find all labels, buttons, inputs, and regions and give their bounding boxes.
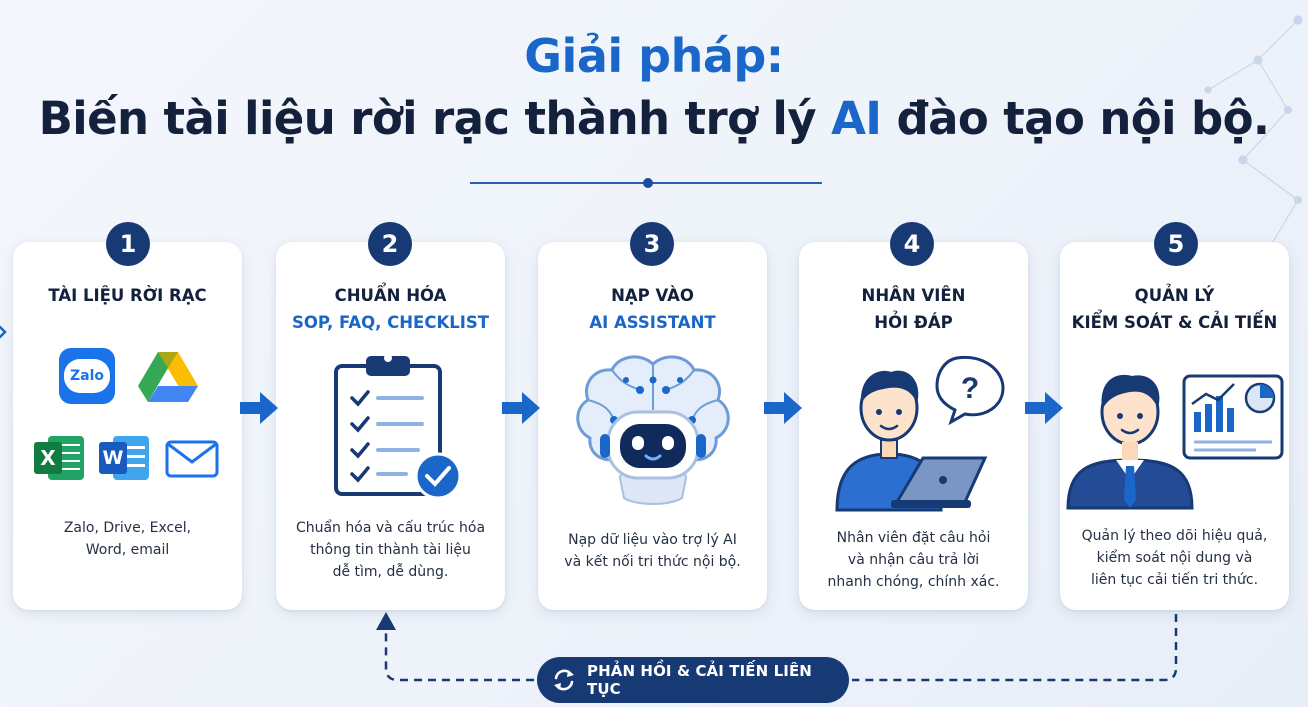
arrow-right-icon — [764, 392, 802, 424]
step-2-subtitle: SOP, FAQ, CHECKLIST — [291, 313, 490, 332]
employee-laptop-icon: ? — [835, 355, 1005, 512]
arrow-up-icon — [376, 612, 396, 630]
robot-icon — [600, 410, 706, 505]
heading-accent-ai: AI — [831, 92, 882, 145]
step-1-title: TÀI LIỆU RỜI RẠC — [13, 282, 242, 309]
step-5-description-line: Quản lý theo dõi hiệu quả, — [1081, 528, 1268, 544]
step-3-badge: 3 — [630, 222, 674, 266]
step-2-description: Chuẩn hóa và cấu trúc hóa thông tin thàn… — [286, 517, 495, 583]
step-2-title: CHUẨN HÓA SOP, FAQ, CHECKLIST — [276, 282, 505, 336]
step-4-description: Nhân viên đặt câu hỏi và nhận câu trả lờ… — [809, 527, 1018, 593]
step-1-title-line: TÀI LIỆU RỜI RẠC — [48, 286, 207, 305]
cycle-arrows-icon — [554, 669, 574, 691]
heading-line-2: Biến tài liệu rời rạc thành trợ lý AI đà… — [0, 90, 1308, 148]
step-1-description: Zalo, Drive, Excel, Word, email — [23, 517, 232, 561]
step-1-badge: 1 — [106, 222, 150, 266]
step-1-description-line: Word, email — [85, 542, 170, 558]
email-icon — [165, 440, 219, 478]
step-4-description-line: và nhận câu trả lời — [847, 552, 980, 568]
step-4-description-line: nhanh chóng, chính xác. — [827, 574, 1000, 590]
question-mark: ? — [961, 372, 979, 405]
step-3-subtitle: AI ASSISTANT — [589, 313, 716, 332]
step-2-card: CHUẨN HÓA SOP, FAQ, CHECKLIST Chuẩn hóa … — [276, 242, 505, 610]
step-3-title: NẠP VÀO AI ASSISTANT — [538, 282, 767, 336]
brain-icon — [576, 355, 730, 505]
step-5-description-line: liên tục cải tiến tri thức. — [1090, 572, 1259, 588]
step-3-description: Nạp dữ liệu vào trợ lý AI và kết nối tri… — [548, 529, 757, 573]
google-drive-icon — [138, 352, 198, 402]
step-2-title-line: CHUẨN HÓA — [334, 286, 447, 305]
arrow-right-icon — [240, 392, 278, 424]
chevron-right-icon — [0, 325, 7, 339]
arrow-right-icon — [502, 392, 540, 424]
step-5-title: QUẢN LÝ KIỂM SOÁT & CẢI TIẾN — [1060, 282, 1289, 336]
heading-line-2-post: đào tạo nội bộ. — [881, 92, 1270, 145]
check-circle-icon — [414, 452, 462, 500]
step-4-description-line: Nhân viên đặt câu hỏi — [836, 530, 991, 546]
step-5-title-line: QUẢN LÝ — [1134, 286, 1215, 305]
step-4-card: NHÂN VIÊN HỎI ĐÁP ? Nhân viên đặt câu hỏ… — [799, 242, 1028, 610]
feedback-loop-label: PHẢN HỒI & CẢI TIẾN LIÊN TỤC — [587, 662, 812, 698]
zalo-icon: Zalo — [59, 348, 115, 404]
page-heading: Giải pháp: Biến tài liệu rời rạc thành t… — [0, 28, 1308, 148]
heading-divider-dot — [643, 178, 653, 188]
step-1-card: TÀI LIỆU RỜI RẠC Zalo X W Zalo, Dr — [13, 242, 242, 610]
heading-line-1: Giải pháp: — [524, 29, 784, 83]
excel-icon: X — [34, 434, 84, 482]
word-icon: W — [99, 434, 149, 482]
step-5-card: QUẢN LÝ KIỂM SOÁT & CẢI TIẾN Quản lý the… — [1060, 242, 1289, 610]
step-3-title-line: NẠP VÀO — [611, 286, 694, 305]
step-2-badge: 2 — [368, 222, 412, 266]
step-5-badge: 5 — [1154, 222, 1198, 266]
step-4-title: NHÂN VIÊN HỎI ĐÁP — [799, 282, 1028, 336]
feedback-loop-badge: PHẢN HỒI & CẢI TIẾN LIÊN TỤC — [537, 657, 849, 703]
step-2-description-line: Chuẩn hóa và cấu trúc hóa — [295, 520, 486, 536]
step-2-description-line: thông tin thành tài liệu — [310, 542, 471, 558]
step-3-description-line: và kết nối tri thức nội bộ. — [564, 554, 741, 570]
step-1-description-line: Zalo, Drive, Excel, — [63, 520, 192, 536]
arrow-right-icon — [1025, 392, 1063, 424]
step-5-description-line: kiểm soát nội dung và — [1096, 550, 1253, 566]
step-5-description: Quản lý theo dõi hiệu quả, kiểm soát nội… — [1070, 525, 1279, 591]
clipboard-checklist-icon — [334, 354, 462, 500]
step-5-title-line: KIỂM SOÁT & CẢI TIẾN — [1071, 313, 1278, 332]
dashboard-chart-icon — [1182, 374, 1284, 460]
step-3-card: NẠP VÀO AI ASSISTANT Nạp dữ liệu — [538, 242, 767, 610]
step-4-badge: 4 — [890, 222, 934, 266]
word-letter: W — [99, 442, 127, 474]
excel-letter: X — [34, 442, 62, 474]
step-3-description-line: Nạp dữ liệu vào trợ lý AI — [568, 532, 737, 548]
question-bubble-icon: ? — [935, 355, 1005, 426]
step-2-description-line: dễ tìm, dễ dùng. — [332, 564, 449, 580]
heading-line-2-pre: Biến tài liệu rời rạc thành trợ lý — [38, 92, 832, 145]
manager-icon — [1066, 374, 1284, 510]
step-4-title-line: NHÂN VIÊN — [861, 286, 966, 305]
zalo-icon-label: Zalo — [64, 359, 110, 393]
step-4-title-line: HỎI ĐÁP — [874, 313, 953, 332]
